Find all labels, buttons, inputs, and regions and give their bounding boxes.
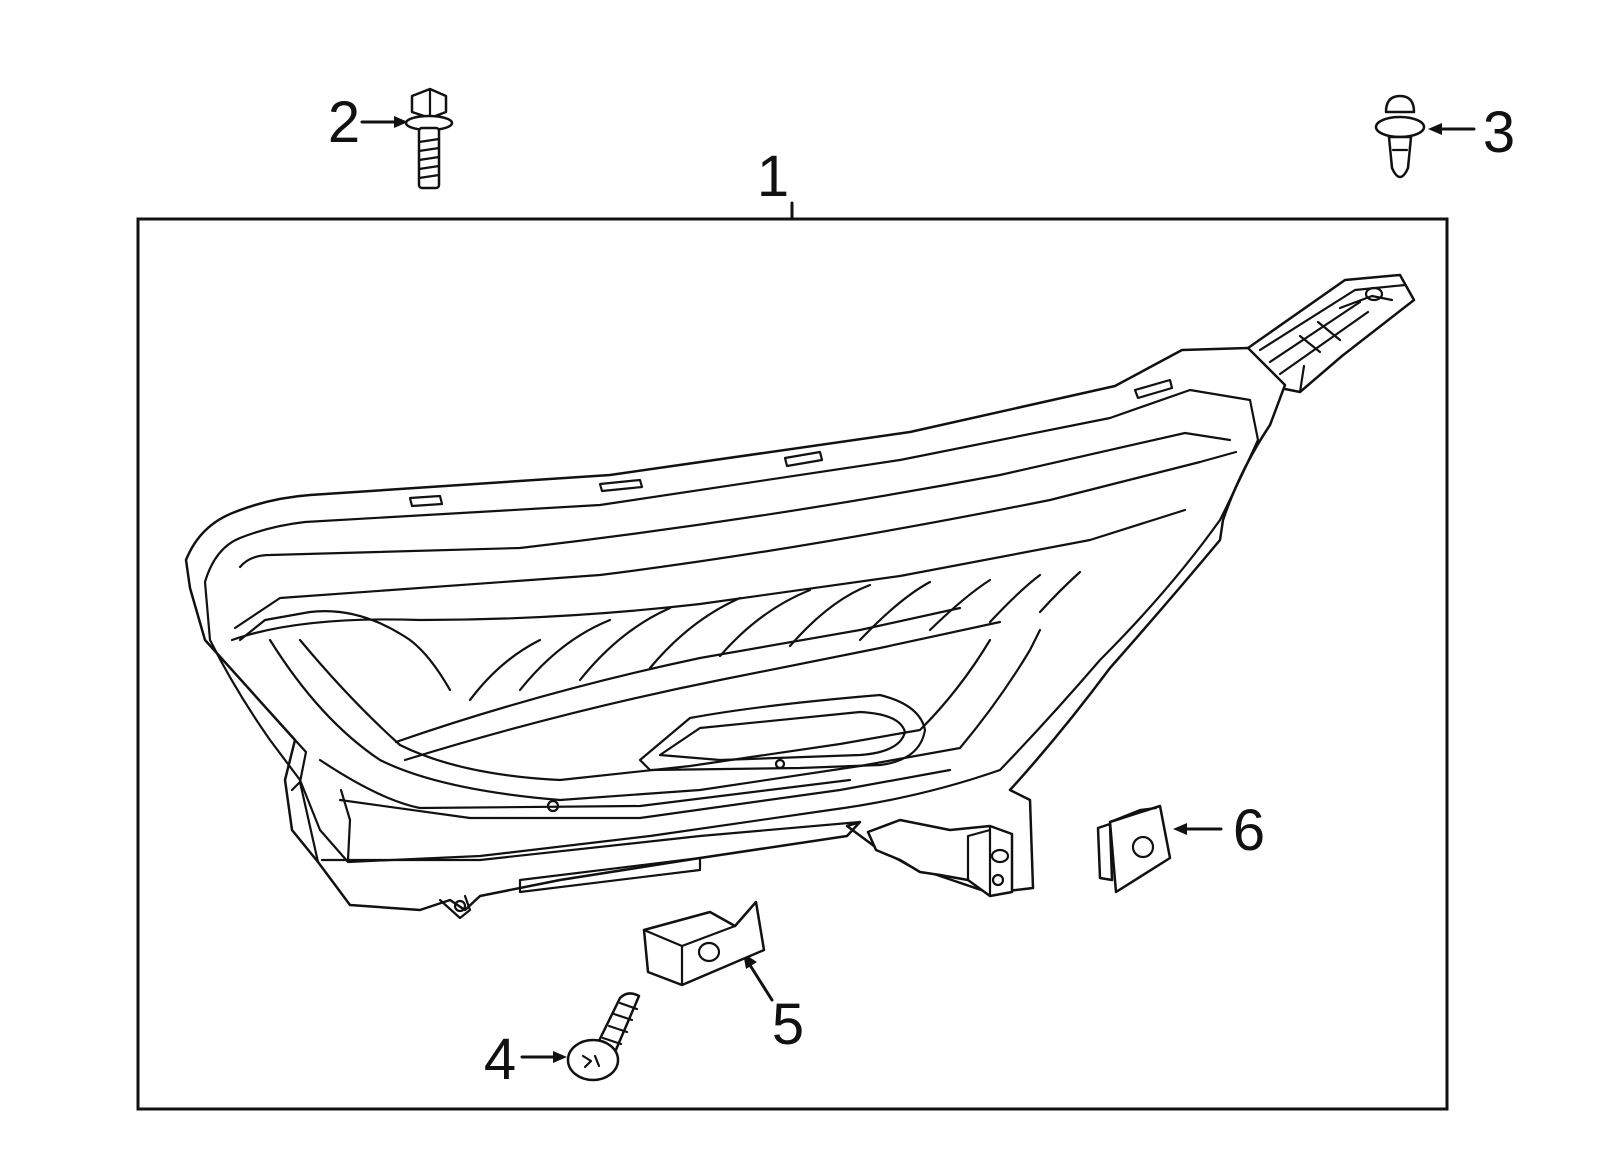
screw-icon [566,992,641,1082]
callout-6-label: 6 [1233,798,1265,863]
callout-5-leader [746,960,774,1002]
bracket-icon [642,900,766,987]
callout-2-label: 2 [328,90,360,155]
callout-4-arrowhead [553,1051,567,1063]
callout-4: 4 [484,1027,567,1092]
callout-4-label: 4 [484,1027,516,1092]
u-nut-icon [1096,804,1172,894]
callout-3-arrowhead [1428,123,1442,135]
headlamp-assembly-illustration [184,273,1416,920]
push-clip-icon [1374,94,1426,179]
callout-3-label: 3 [1483,100,1515,165]
callout-5-label: 5 [772,992,804,1057]
bolt-icon [404,87,454,190]
callout-2-arrowhead [394,116,408,128]
callout-6-arrowhead [1173,823,1187,835]
callout-6: 6 [1173,798,1265,863]
callout-1: 1 [757,144,794,221]
callout-5: 5 [743,953,804,1057]
callout-1-label: 1 [757,144,789,209]
callout-3: 3 [1428,100,1515,165]
callout-2: 2 [328,90,408,155]
